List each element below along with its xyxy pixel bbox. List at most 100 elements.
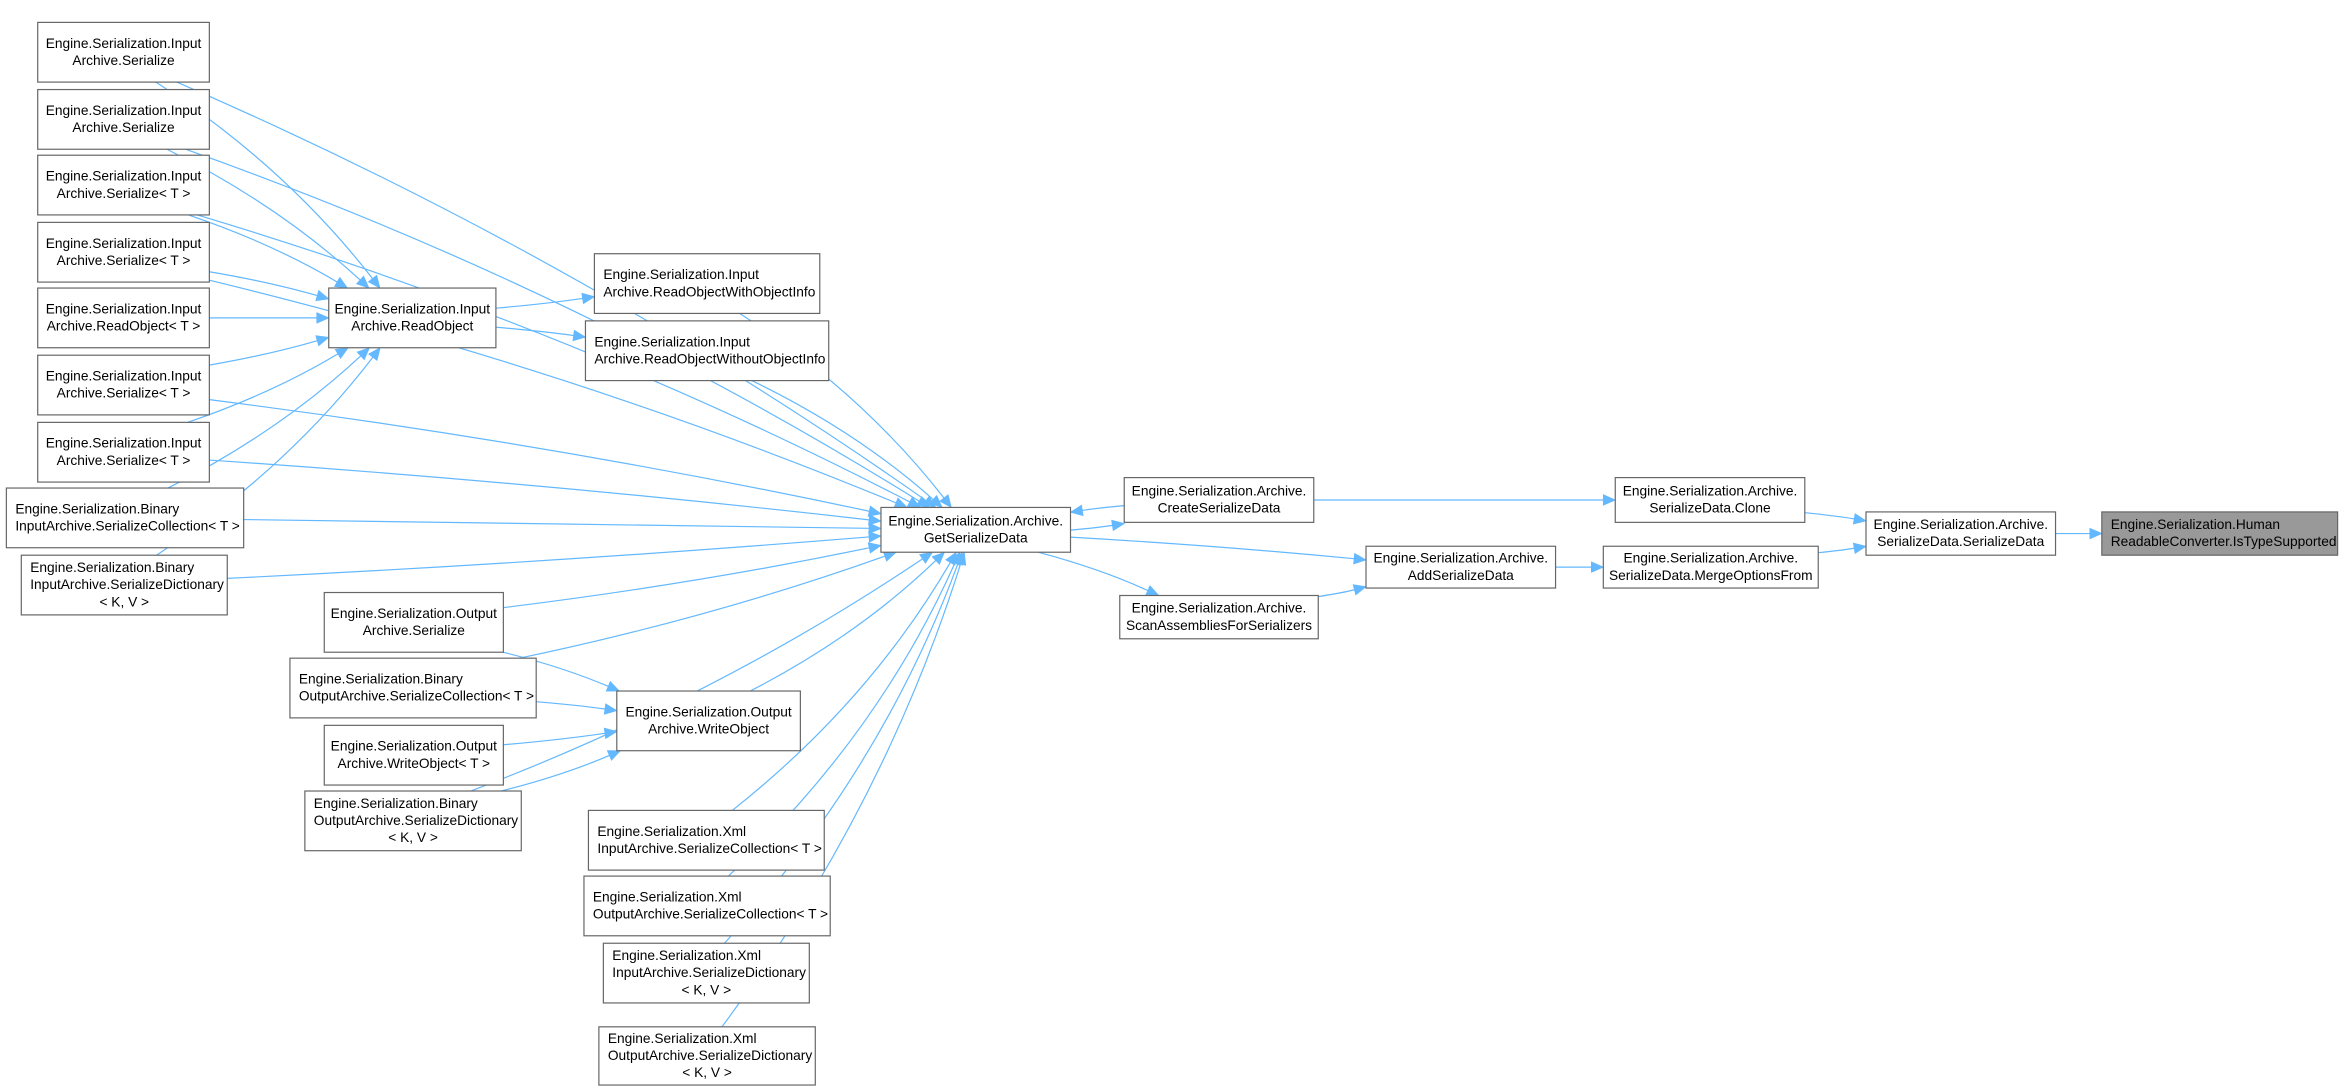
edge-bin_out_dict-to-get (470, 558, 923, 792)
arrowhead-icon (868, 531, 882, 543)
node-box (1602, 545, 1819, 589)
node-label-line: Engine.Serialization.Input (46, 436, 202, 451)
graph-node-in_read_with[interactable]: Engine.Serialization.InputArchive.ReadOb… (593, 253, 821, 315)
node-box (1365, 545, 1557, 589)
edge-bin_out_coll-to-get (519, 555, 886, 659)
node-label-line: Archive.ReadObject (351, 319, 473, 334)
node-label-line: Engine.Serialization.Input (603, 267, 759, 282)
node-label-line: Engine.Serialization.Archive. (888, 513, 1063, 528)
graph-node-create[interactable]: Engine.Serialization.Archive.CreateSeria… (1123, 476, 1315, 523)
arrowhead-icon (939, 494, 952, 509)
graph-node-in_serT4[interactable]: Engine.Serialization.InputArchive.Serial… (37, 421, 210, 483)
edge-xml_in_coll-to-get (731, 562, 951, 811)
arrowhead-icon (1145, 585, 1160, 596)
node-label-line: Engine.Serialization.Archive. (1873, 517, 2048, 532)
graph-node-xml_out_coll[interactable]: Engine.Serialization.XmlOutputArchive.Se… (583, 875, 831, 937)
graph-node-out_writeT[interactable]: Engine.Serialization.OutputArchive.Write… (323, 724, 504, 786)
graph-node-merge[interactable]: Engine.Serialization.Archive.SerializeDa… (1602, 545, 1819, 589)
arrowhead-icon (915, 496, 931, 508)
edge-create-to-get (1082, 505, 1125, 512)
graph-node-clone[interactable]: Engine.Serialization.Archive.SerializeDa… (1614, 476, 1806, 523)
node-label-line: SerializeData.Clone (1649, 501, 1771, 516)
graph-node-xml_in_coll[interactable]: Engine.Serialization.XmlInputArchive.Ser… (587, 809, 825, 871)
node-box (616, 690, 801, 752)
nodes-layer: Engine.Serialization.InputArchive.Serial… (5, 21, 2339, 1086)
graph-node-sdsd[interactable]: Engine.Serialization.Archive.SerializeDa… (1865, 511, 2057, 556)
node-label-line: Archive.ReadObjectWithoutObjectInfo (594, 351, 825, 366)
node-box (37, 154, 210, 216)
graph-node-in_read[interactable]: Engine.Serialization.InputArchive.ReadOb… (328, 287, 497, 349)
node-label-line: Engine.Serialization.Xml (608, 1031, 757, 1046)
arrowhead-icon (315, 289, 330, 302)
node-label-line: ScanAssembliesForSerializers (1126, 618, 1312, 633)
node-label-line: Archive.Serialize (72, 120, 175, 135)
graph-node-bin_out_coll[interactable]: Engine.Serialization.BinaryOutputArchive… (289, 657, 537, 719)
arrowhead-icon (315, 335, 330, 347)
node-label-line: Engine.Serialization.Archive. (1623, 551, 1798, 566)
node-box (593, 253, 821, 315)
edge-get-to-scan (1037, 551, 1149, 592)
arrowhead-icon (1352, 584, 1367, 596)
arrowhead-icon (931, 551, 946, 565)
node-box (37, 221, 210, 283)
edge-in_serT3-to-get (209, 399, 870, 512)
graph-node-in_serT2[interactable]: Engine.Serialization.InputArchive.Serial… (37, 221, 210, 283)
arrowhead-icon (867, 542, 882, 554)
edge-out_ser-to-get (503, 547, 870, 609)
graph-node-in_ser2[interactable]: Engine.Serialization.InputArchive.Serial… (37, 88, 210, 150)
edge-in_serT3-to-in_read (209, 340, 318, 366)
arrowhead-icon (606, 750, 622, 761)
node-label-line: Archive.WriteObject< T > (338, 756, 490, 771)
graph-node-in_read_without[interactable]: Engine.Serialization.InputArchive.ReadOb… (584, 320, 830, 382)
graph-node-in_ser1[interactable]: Engine.Serialization.InputArchive.Serial… (37, 21, 210, 83)
edge-in_ser2-to-get (185, 148, 920, 502)
node-label-line: Engine.Serialization.Input (46, 36, 202, 51)
arrowhead-icon (918, 551, 934, 564)
arrowhead-icon (581, 292, 596, 305)
node-box (598, 1026, 816, 1086)
graph-node-in_serT3[interactable]: Engine.Serialization.InputArchive.Serial… (37, 354, 210, 416)
edges-layer (155, 81, 2103, 1028)
arrowhead-icon (572, 329, 587, 342)
graph-node-in_serT1[interactable]: Engine.Serialization.InputArchive.Serial… (37, 154, 210, 216)
node-label-line: InputArchive.SerializeCollection< T > (597, 841, 821, 856)
edge-merge-to-sdsd (1818, 547, 1855, 554)
node-box (37, 354, 210, 416)
graph-node-out_ser[interactable]: Engine.Serialization.OutputArchive.Seria… (323, 591, 504, 653)
graph-node-xml_in_dict[interactable]: Engine.Serialization.XmlInputArchive.Ser… (602, 942, 810, 1004)
graph-node-in_readT[interactable]: Engine.Serialization.InputArchive.ReadOb… (37, 287, 210, 349)
graph-node-add[interactable]: Engine.Serialization.Archive.AddSerializ… (1365, 545, 1557, 589)
graph-node-scan[interactable]: Engine.Serialization.Archive.ScanAssembl… (1119, 594, 1319, 640)
node-label-line: Engine.Serialization.Input (594, 334, 750, 349)
edge-in_serT1-to-in_read (188, 214, 338, 283)
node-box (2101, 511, 2339, 556)
node-box (583, 875, 831, 937)
arrowhead-icon (868, 514, 882, 526)
edge-out_ser-to-out_write (502, 651, 609, 687)
graph-node-bin_in_dict[interactable]: Engine.Serialization.BinaryInputArchive.… (20, 554, 228, 616)
arrowhead-icon (955, 551, 967, 566)
arrowhead-icon (2089, 527, 2103, 540)
node-label-line: Archive.Serialize< T > (57, 186, 191, 201)
node-box (37, 88, 210, 150)
node-label-line: < K, V > (682, 1065, 732, 1080)
graph-node-out_write[interactable]: Engine.Serialization.OutputArchive.Write… (616, 690, 801, 752)
node-label-line: InputArchive.SerializeDictionary (30, 577, 224, 592)
graph-node-istype[interactable]: Engine.Serialization.HumanReadableConver… (2101, 511, 2339, 556)
graph-node-bin_out_dict[interactable]: Engine.Serialization.BinaryOutputArchive… (304, 790, 522, 852)
graph-node-get[interactable]: Engine.Serialization.Archive.GetSerializ… (880, 506, 1072, 553)
graph-node-bin_in_coll[interactable]: Engine.Serialization.BinaryInputArchive.… (5, 487, 245, 549)
graph-node-xml_out_dict[interactable]: Engine.Serialization.XmlOutputArchive.Se… (598, 1026, 816, 1086)
node-label-line: OutputArchive.SerializeDictionary (314, 813, 518, 828)
node-label-line: Engine.Serialization.Binary (15, 501, 179, 516)
node-box (880, 506, 1072, 553)
node-label-line: OutputArchive.SerializeDictionary (608, 1048, 812, 1063)
arrowhead-icon (1591, 561, 1605, 573)
arrowhead-icon (868, 522, 882, 535)
node-label-line: < K, V > (99, 594, 149, 609)
node-label-line: Archive.ReadObject< T > (47, 319, 201, 334)
arrowhead-icon (1353, 552, 1367, 565)
node-label-line: Engine.Serialization.Binary (314, 796, 478, 811)
node-label-line: Engine.Serialization.Input (46, 169, 202, 184)
node-label-line: Archive.Serialize< T > (57, 453, 191, 468)
